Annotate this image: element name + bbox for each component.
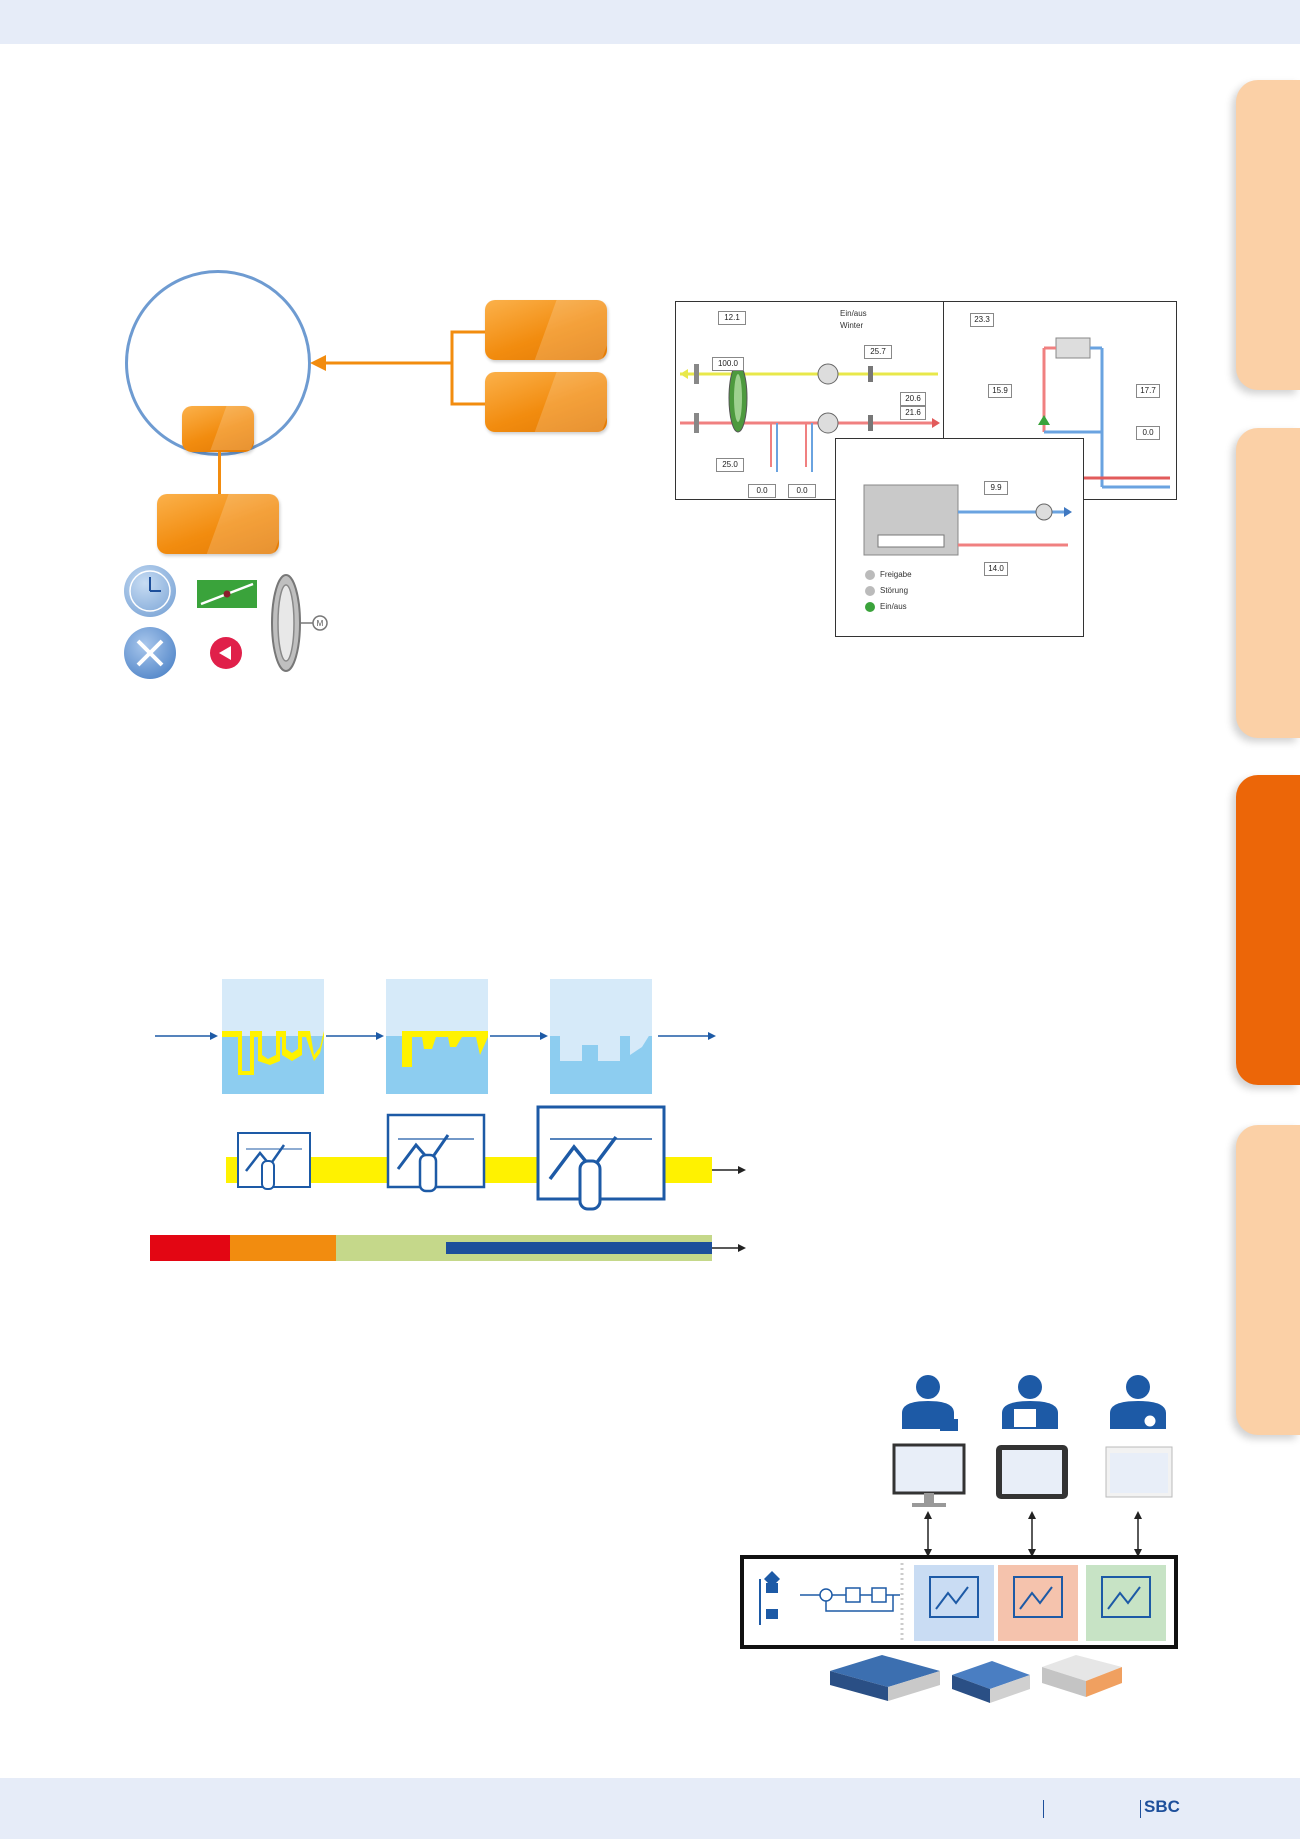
footer-separator <box>1140 1800 1141 1818</box>
monitor-icon <box>892 1443 966 1507</box>
heating-schematic <box>1038 337 1170 489</box>
process-diagram <box>150 979 746 1261</box>
value-field[interactable]: 14.0 <box>984 562 1008 576</box>
chiller-schematic <box>863 484 1072 612</box>
value-field[interactable]: 9.9 <box>984 481 1008 495</box>
header-band <box>0 0 1300 44</box>
value-field[interactable]: 0.0 <box>748 484 776 498</box>
object-box-bottom <box>157 494 279 554</box>
value-field[interactable]: 0.0 <box>788 484 816 498</box>
value-field[interactable]: 23.3 <box>970 313 994 327</box>
value-field[interactable]: 100.0 <box>712 357 744 371</box>
chapter-tab-2[interactable] <box>1236 428 1300 738</box>
touch-panel-icon <box>237 1132 311 1190</box>
user-icon <box>1002 1375 1058 1429</box>
user-icon <box>902 1375 958 1431</box>
wall-panel-icon <box>1105 1446 1173 1498</box>
value-field[interactable]: 17.7 <box>1136 384 1160 398</box>
tools-icon <box>124 627 176 679</box>
heat-wheel-icon: M <box>271 574 328 672</box>
object-box-top-right <box>485 300 607 360</box>
clock-icon <box>124 565 176 617</box>
controller-hardware-image <box>830 1655 1122 1703</box>
system-architecture-diagram <box>740 1375 1178 1703</box>
value-field[interactable]: 15.9 <box>988 384 1012 398</box>
value-field[interactable]: 12.1 <box>718 311 746 325</box>
control-loop-icon <box>800 1587 900 1612</box>
damper-icon <box>197 580 257 608</box>
brand-logo: SBC <box>1144 1797 1180 1816</box>
user-icon <box>1110 1375 1166 1429</box>
chiller-screen: 9.9 14.0 Freigabe Störung Ein/aus <box>835 438 1084 637</box>
value-field[interactable]: 20.6 <box>900 392 926 406</box>
tablet-icon <box>996 1445 1068 1499</box>
value-field[interactable]: 25.0 <box>716 458 744 472</box>
touch-panel-icon <box>536 1105 666 1211</box>
ahu-screen: 12.1 Ein/aus Winter 100.0 25.7 20.6 21.6… <box>675 301 945 500</box>
status-label: Ein/aus <box>840 309 867 318</box>
status-label: Winter <box>840 321 864 330</box>
chapter-tab-active[interactable] <box>1236 775 1300 1085</box>
ahu-schematic <box>680 363 940 472</box>
chapter-tab-4[interactable] <box>1236 1125 1300 1435</box>
object-box-mid-right <box>485 372 607 432</box>
fan-icon <box>210 637 242 669</box>
status-label: Freigabe <box>880 570 912 579</box>
object-box-in-circle <box>182 406 254 452</box>
bracket-arrow <box>310 330 485 406</box>
flowchart-icon <box>759 1571 780 1625</box>
touch-panel-icon <box>386 1113 486 1193</box>
value-field[interactable]: 21.6 <box>900 406 926 420</box>
footer-separator <box>1043 1800 1044 1818</box>
status-label: Ein/aus <box>880 602 907 611</box>
connector-line <box>218 452 221 497</box>
svg-text:M: M <box>317 619 324 628</box>
value-field[interactable]: 0.0 <box>1136 426 1160 440</box>
status-label: Störung <box>880 586 909 595</box>
value-field[interactable]: 25.7 <box>864 345 892 359</box>
footer-band: SBC <box>0 1778 1300 1839</box>
chapter-tab-1[interactable] <box>1236 80 1300 390</box>
